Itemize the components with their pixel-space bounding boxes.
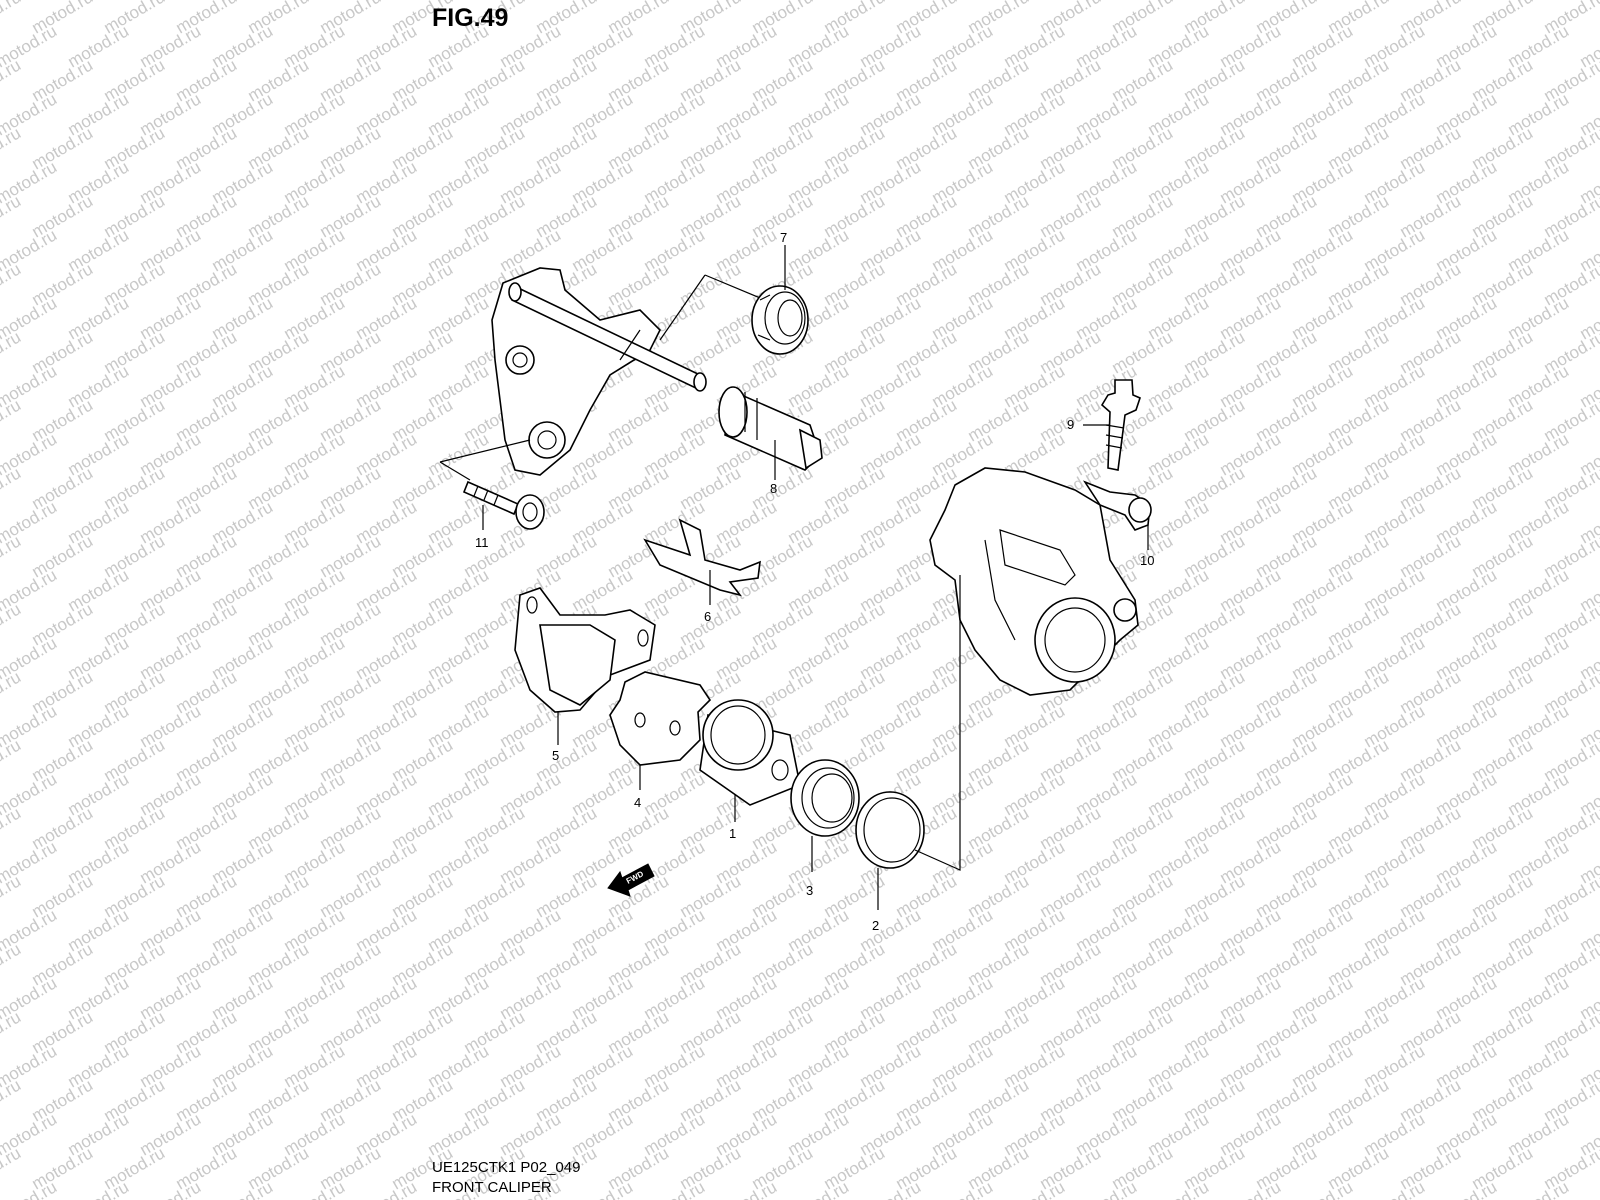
figure-code: UE125CTK1 P02_049 — [432, 1159, 581, 1176]
pad-shim-part — [609, 671, 712, 766]
svg-text:9: 9 — [1067, 417, 1074, 432]
svg-text:6: 6 — [704, 609, 711, 624]
svg-text:2: 2 — [872, 918, 879, 933]
brake-pad-part — [514, 587, 656, 713]
svg-text:3: 3 — [806, 883, 813, 898]
figure-title: FIG.49 — [432, 4, 509, 32]
piston-seal-part — [855, 791, 925, 869]
caliper-leader — [914, 575, 961, 871]
boot-part — [751, 285, 809, 355]
svg-text:10: 10 — [1140, 553, 1154, 568]
pad-spring-part — [643, 518, 761, 597]
callout-10: 10 — [1140, 525, 1154, 568]
callout-1: 1 — [729, 795, 736, 841]
callout-7: 7 — [780, 230, 787, 290]
svg-text:8: 8 — [770, 481, 777, 496]
callout-5: 5 — [552, 712, 559, 763]
svg-text:5: 5 — [552, 748, 559, 763]
bolt-leader-2 — [439, 461, 471, 481]
callouts: 7 8 9 10 11 6 — [475, 230, 1154, 933]
caliper-body — [929, 467, 1139, 696]
callout-9: 9 — [1067, 417, 1110, 432]
callout-8: 8 — [770, 440, 777, 496]
callout-2: 2 — [872, 868, 879, 933]
callout-3: 3 — [806, 836, 813, 898]
bolt-part — [462, 480, 545, 530]
svg-text:1: 1 — [729, 826, 736, 841]
piston-part — [699, 699, 801, 806]
caliper-bracket — [491, 267, 707, 476]
slide-pin-part — [718, 386, 823, 471]
svg-text:4: 4 — [634, 795, 641, 810]
figure-name: FRONT CALIPER — [432, 1179, 552, 1196]
fwd-arrow-icon: FWD — [607, 863, 655, 897]
callout-4: 4 — [634, 765, 641, 810]
bleeder-valve-part — [1100, 379, 1141, 471]
bolt-leader — [439, 439, 531, 463]
callout-6: 6 — [704, 570, 711, 624]
svg-text:7: 7 — [780, 230, 787, 245]
callout-11: 11 — [475, 505, 489, 550]
bracket-leader-2 — [659, 274, 706, 341]
bracket-leader — [704, 274, 766, 301]
svg-text:11: 11 — [475, 535, 489, 550]
dust-seal-part — [790, 759, 860, 837]
